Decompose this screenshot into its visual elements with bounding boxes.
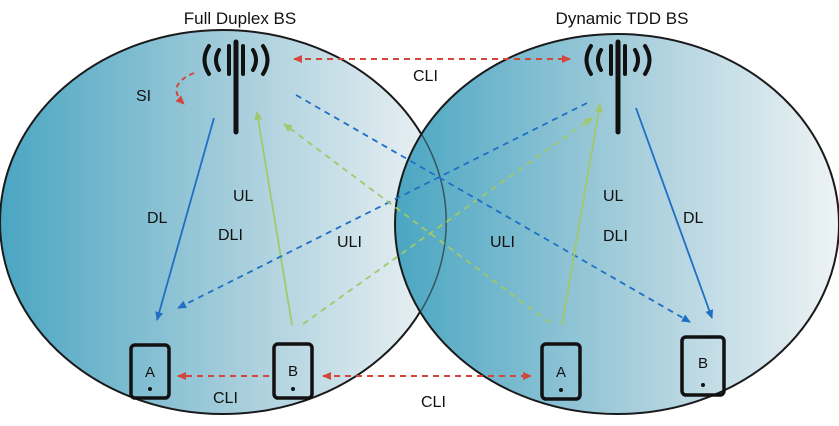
right-bs-title: Dynamic TDD BS xyxy=(556,9,689,28)
dl-left-label: DL xyxy=(147,210,168,227)
si-label: SI xyxy=(136,88,151,105)
ul-left-arrow xyxy=(254,111,293,326)
uli-left-arrow xyxy=(302,117,593,325)
antenna-tower-icon xyxy=(202,39,270,135)
device-right-b-label: B xyxy=(698,355,708,372)
phone-icon xyxy=(540,342,582,401)
ul-right-arrow xyxy=(561,103,603,326)
ul-left-label: UL xyxy=(233,188,254,205)
left-cell xyxy=(0,29,447,415)
cli-bs-label: CLI xyxy=(413,68,438,85)
device-left-b-label: B xyxy=(288,363,298,380)
ul-right-label: UL xyxy=(603,188,624,205)
dli-right-label: DLI xyxy=(603,228,628,245)
phone-icon xyxy=(680,335,726,397)
dl-right-label: DL xyxy=(683,210,704,227)
device-right-a-label: A xyxy=(556,364,566,381)
dl-left-arrow xyxy=(155,117,215,321)
uli-right-arrow xyxy=(283,123,551,324)
uli-left-label: ULI xyxy=(337,234,362,251)
left-bs-title: Full Duplex BS xyxy=(184,9,296,28)
cli-center-ues-label: CLI xyxy=(421,394,446,411)
antenna-tower-icon xyxy=(584,39,652,135)
left-cell-outline-overlap xyxy=(405,111,447,333)
dli-left-label: DLI xyxy=(218,227,243,244)
uli-right-label: ULI xyxy=(490,234,515,251)
cli-left-ues-label: CLI xyxy=(213,390,238,407)
phone-icon xyxy=(129,343,171,400)
dli-right-arrow xyxy=(295,94,691,323)
right-cell xyxy=(394,33,839,415)
device-left-a-label: A xyxy=(145,364,155,381)
si-arrow xyxy=(175,72,195,105)
phone-icon xyxy=(272,342,314,400)
dl-right-arrow xyxy=(635,107,714,319)
